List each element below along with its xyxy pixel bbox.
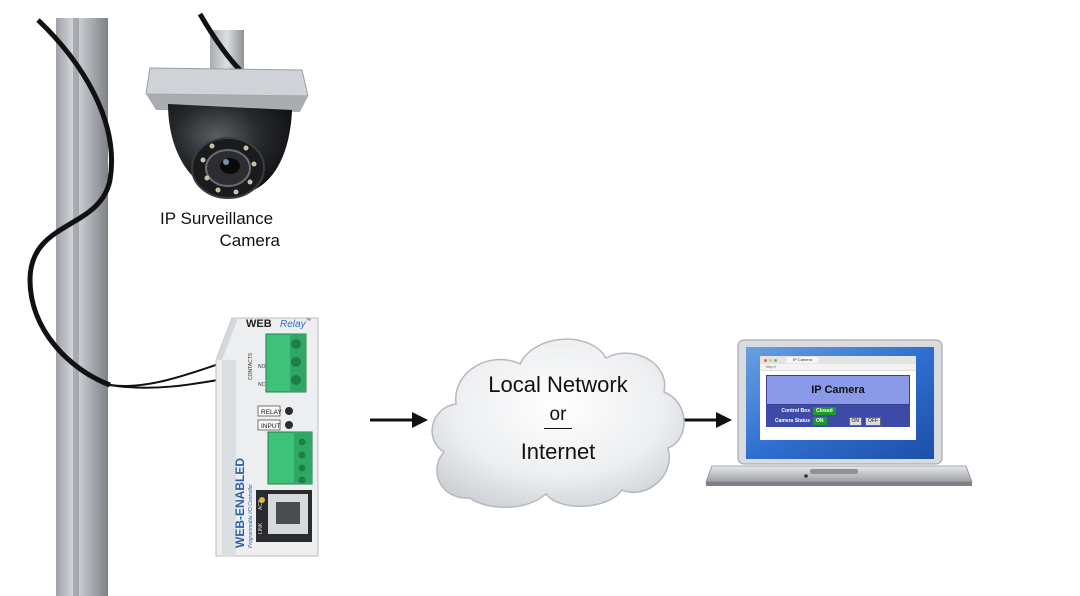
brand-suffix: Relay bbox=[280, 319, 307, 330]
act-label: ACT bbox=[258, 500, 264, 510]
maximize-dot-icon bbox=[774, 358, 777, 362]
row-value: ON bbox=[813, 417, 827, 425]
pole bbox=[56, 18, 108, 596]
row-label: Control Box bbox=[781, 408, 810, 414]
nc-label: NC bbox=[258, 382, 266, 388]
browser-window: IP Camera http:// IP Camera Control Box … bbox=[760, 356, 916, 440]
camera-label: IP Surveillance Camera bbox=[150, 208, 280, 252]
network-label-line3: Internet bbox=[520, 439, 596, 464]
pole-cable bbox=[27, 18, 114, 388]
contacts-label: CONTACTS bbox=[248, 352, 254, 380]
row-label: Camera Status bbox=[774, 418, 810, 424]
relay-led-label: RELAY bbox=[261, 409, 282, 416]
network-label-line1: Local Network bbox=[488, 372, 628, 397]
off-button: OFF bbox=[865, 416, 881, 426]
link-label: LINK bbox=[258, 522, 264, 534]
address-bar: http:// bbox=[760, 364, 916, 371]
browser-tab-bar: IP Camera bbox=[760, 356, 916, 364]
camera-label-line2: Camera bbox=[219, 231, 280, 250]
network-cloud bbox=[431, 338, 685, 508]
minimize-dot-icon bbox=[769, 358, 772, 362]
page-title: IP Camera bbox=[766, 375, 910, 405]
status-row-camera-status: Camera Status ON ON OFF bbox=[766, 416, 910, 426]
status-table: Control Box Closed Camera Status ON ON O… bbox=[766, 405, 910, 427]
trademark: ™ bbox=[306, 318, 311, 324]
web-relay-device bbox=[215, 317, 319, 557]
device-side-subtext: Programmable I/O Controller bbox=[248, 484, 254, 548]
device-side-text: WEB-ENABLED bbox=[233, 458, 247, 548]
arrow-device-to-network bbox=[370, 412, 428, 428]
on-button: ON bbox=[848, 416, 862, 426]
camera-cable bbox=[197, 12, 242, 72]
status-row-control-box: Control Box Closed bbox=[766, 406, 910, 416]
input-led-label: INPUT bbox=[261, 423, 281, 430]
close-dot-icon bbox=[764, 358, 767, 362]
no-label: NO bbox=[258, 364, 266, 370]
browser-tab: IP Camera bbox=[787, 357, 819, 363]
dome-camera bbox=[145, 67, 309, 199]
row-value: Closed bbox=[813, 407, 836, 415]
network-label: Local Network or Internet bbox=[458, 370, 658, 467]
camera-label-line1: IP Surveillance bbox=[160, 209, 274, 228]
network-label-line2: or bbox=[544, 402, 572, 429]
brand-prefix: WEB bbox=[246, 318, 272, 330]
